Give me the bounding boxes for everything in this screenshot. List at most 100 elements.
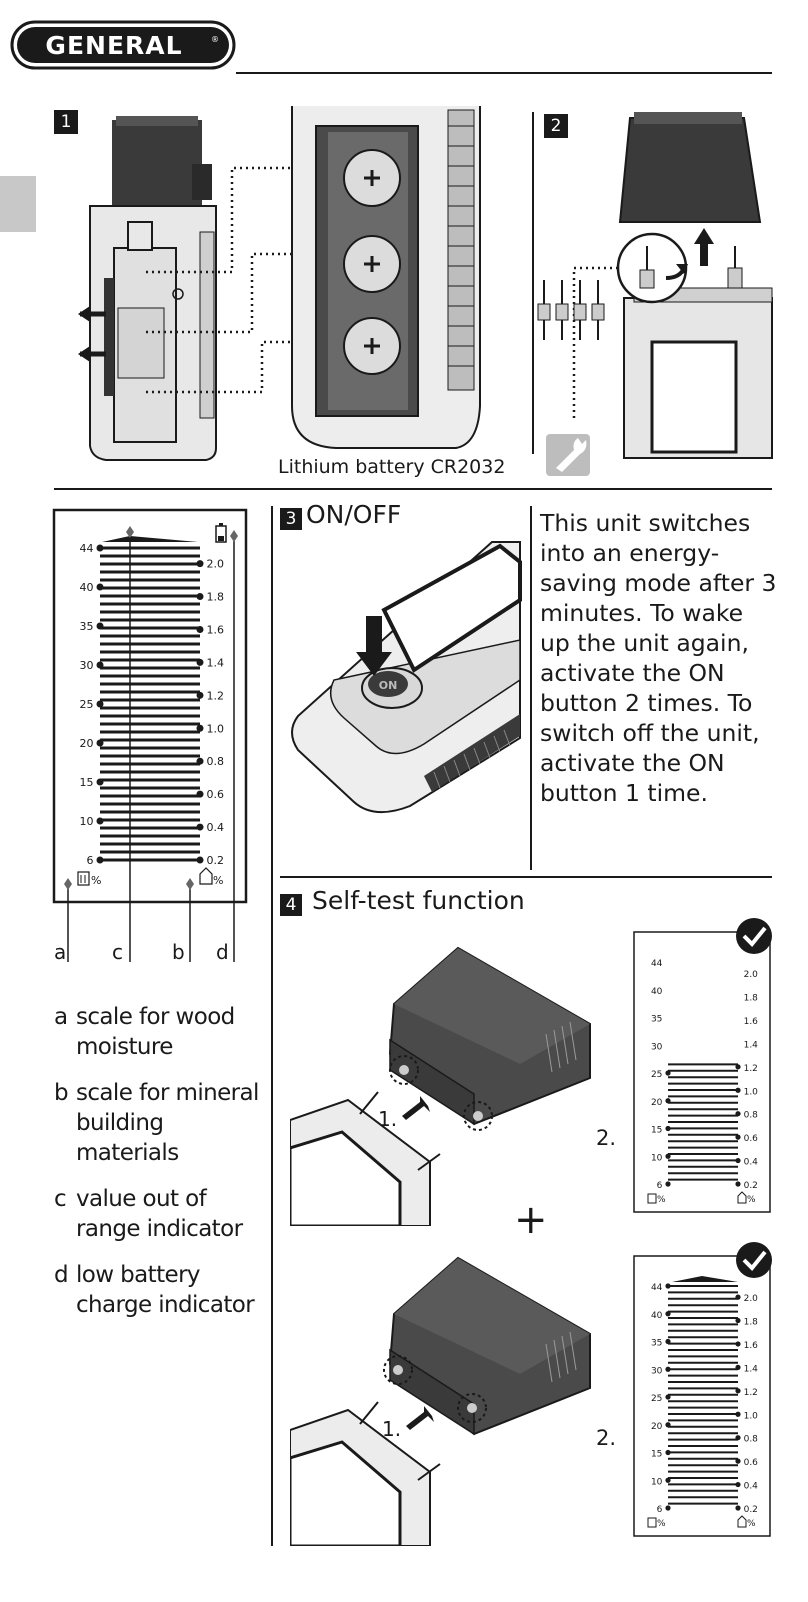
wood-scale-label: 6 <box>657 1505 663 1515</box>
mineral-scale-dot <box>735 1458 741 1464</box>
label-b: b <box>172 940 185 964</box>
wood-scale-dot <box>665 1181 671 1187</box>
mineral-scale-dot <box>735 1364 741 1370</box>
wood-scale-label: 15 <box>651 1126 662 1136</box>
label-a: a <box>54 940 67 964</box>
mineral-scale-label: 0.8 <box>744 1111 759 1121</box>
mineral-scale-label: 0.2 <box>207 854 225 867</box>
mineral-scale-dot <box>735 1481 741 1488</box>
on-button-illustration: ON <box>291 541 522 813</box>
mineral-scale-label: 1.0 <box>207 722 225 735</box>
wood-scale-label: 30 <box>651 1042 663 1052</box>
wood-scale-dot <box>665 1394 671 1400</box>
mineral-scale-label: 1.4 <box>744 1040 759 1050</box>
wood-scale-dot <box>665 1366 671 1372</box>
mineral-scale-dot <box>735 1505 741 1511</box>
svg-text:®: ® <box>211 35 219 44</box>
battery-caption: Lithium battery CR2032 <box>278 456 506 478</box>
mineral-scale-label: 0.2 <box>744 1181 758 1191</box>
wood-scale-label: 20 <box>651 1422 663 1432</box>
house-icon <box>199 867 213 885</box>
battery-compartment-illustration <box>78 106 481 461</box>
mineral-scale-dot <box>196 658 204 666</box>
mineral-scale-dot <box>735 1341 741 1347</box>
mineral-scale-label: 0.6 <box>744 1458 759 1468</box>
mineral-scale-dot <box>735 1064 741 1070</box>
house-icon <box>737 1191 747 1204</box>
wood-scale-dot <box>665 1283 671 1289</box>
wood-icon <box>77 871 90 886</box>
mineral-scale-dot <box>196 757 204 765</box>
section-rule-upper <box>54 488 772 490</box>
wood-scale-label: 44 <box>651 1283 663 1293</box>
wood-scale-dot <box>665 1422 671 1428</box>
mineral-scale-dot <box>196 856 204 864</box>
mineral-scale-label: 2.0 <box>744 1294 759 1304</box>
mineral-scale-dot <box>196 790 204 798</box>
label-c: c <box>112 940 123 964</box>
svg-text:%: % <box>657 1519 666 1529</box>
wood-scale-dot <box>665 1477 671 1483</box>
house-icon <box>737 1515 747 1528</box>
wood-scale-dot <box>96 622 104 630</box>
wood-scale-label: 44 <box>651 959 663 969</box>
mineral-scale-label: 1.0 <box>744 1411 759 1421</box>
cap-removal-illustration <box>537 112 773 476</box>
mineral-scale-label: 1.2 <box>207 689 225 702</box>
mineral-scale-dot <box>735 1134 741 1140</box>
self-test-step-2a: 2. <box>596 1126 617 1150</box>
mineral-scale-dot <box>735 1388 741 1394</box>
mineral-scale-dot <box>735 1087 741 1093</box>
wood-scale-dot <box>96 661 104 669</box>
mineral-scale-dot <box>196 823 204 831</box>
self-test-illustration-1: 1. <box>290 946 591 1226</box>
mineral-scale-dot <box>196 593 204 601</box>
label-d: d <box>216 940 229 964</box>
mineral-scale-dot <box>735 1111 741 1117</box>
section3-title: ON/OFF <box>306 500 402 529</box>
wood-scale-dot <box>665 1125 671 1132</box>
mineral-scale-label: 0.4 <box>744 1158 759 1168</box>
mineral-scale-label: 0.6 <box>207 788 225 801</box>
mineral-scale-dot <box>196 560 204 568</box>
wood-scale-dot <box>96 544 104 552</box>
wood-scale-label: 40 <box>651 987 663 997</box>
wood-scale-dot <box>96 817 104 825</box>
divider-left-column <box>271 506 273 1546</box>
wood-scale-dot <box>96 583 104 591</box>
mineral-scale-label: 1.6 <box>744 1341 759 1351</box>
svg-text:%: % <box>657 1195 666 1205</box>
mineral-scale-label: 0.8 <box>744 1435 759 1445</box>
section4-title: Self-test function <box>312 886 525 915</box>
self-test-step-2b: 2. <box>596 1426 617 1450</box>
wood-scale-label: 15 <box>80 776 94 789</box>
wood-unit: % <box>91 874 101 887</box>
mineral-scale-label: 2.0 <box>744 970 759 980</box>
step-number-2: 2 <box>544 114 568 138</box>
step-number-4: 4 <box>280 894 302 916</box>
mineral-scale-label: 1.8 <box>207 591 225 604</box>
wood-scale-label: 44 <box>80 542 94 555</box>
step-number-1: 1 <box>54 110 78 134</box>
wood-scale-label: 25 <box>651 1394 662 1404</box>
mineral-scale-label: 0.4 <box>744 1482 759 1492</box>
wood-scale-label: 35 <box>651 1339 662 1349</box>
wood-scale-label: 10 <box>651 1153 663 1163</box>
wood-scale-label: 40 <box>651 1311 663 1321</box>
mineral-scale-label: 0.2 <box>744 1505 758 1515</box>
mineral-scale-label: 0.4 <box>207 821 225 834</box>
mineral-scale-label: 1.0 <box>744 1087 759 1097</box>
wood-scale-label: 20 <box>80 737 94 750</box>
wood-scale-dot <box>665 1449 671 1456</box>
mineral-scale-label: 1.4 <box>207 656 225 669</box>
mineral-scale-dot <box>735 1317 741 1324</box>
mineral-scale-label: 1.2 <box>744 1388 758 1398</box>
wood-scale-label: 6 <box>87 854 94 867</box>
wood-scale-label: 25 <box>651 1070 662 1080</box>
wood-scale-label: 35 <box>651 1015 662 1025</box>
mineral-scale-label: 1.8 <box>744 994 759 1004</box>
